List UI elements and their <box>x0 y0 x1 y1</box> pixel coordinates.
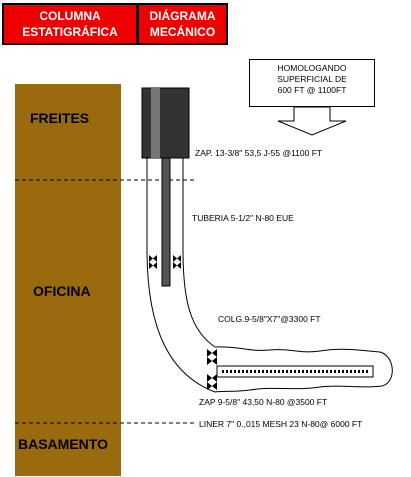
header-col2-line1: DIÁGRAMA <box>149 9 216 23</box>
packer-left <box>149 255 157 269</box>
homologation-callout: HOMOLOGANDO SUPERFICIAL DE 600 FT @ 1100… <box>249 59 375 107</box>
header-mechanical-diagram: DIÁGRAMA MECÁNICO <box>137 3 228 45</box>
callout-arrow-icon <box>277 106 347 136</box>
callout-line3: 600 FT @ 1100FT <box>277 85 347 95</box>
surface-casing <box>141 87 190 159</box>
open-hole-outer <box>146 158 216 393</box>
header-stratigraphic-column: COLUMNA ESTATIGRÁFICA <box>2 3 138 45</box>
tubing-string <box>161 157 171 287</box>
callout-line2: SUPERFICIAL DE <box>277 74 347 84</box>
hanger-packer <box>207 349 217 365</box>
annotation-hanger: COLG.9-5/8"X7"@3300 FT <box>218 314 321 324</box>
annotation-shoe-9-5-8: ZAP 9-5/8" 43,50 N-80 @3500 FT <box>199 397 328 407</box>
callout-line1: HOMOLOGANDO <box>277 63 347 73</box>
formation-label-freites: FREITES <box>30 110 90 126</box>
open-hole-inner <box>182 158 216 348</box>
header-col1-line1: COLUMNA <box>39 9 101 23</box>
shoe-packer <box>207 374 217 390</box>
stratigraphic-column <box>15 84 121 476</box>
annotation-liner: LINER 7" 0.,015 MESH 23 N-80@ 6000 FT <box>199 419 363 429</box>
surface-casing-highlight <box>151 88 160 158</box>
header-col1-line2: ESTATIGRÁFICA <box>22 25 118 39</box>
formation-label-basamento: BASAMENTO <box>18 436 108 452</box>
header-col2-line2: MECÁNICO <box>149 25 216 39</box>
annotation-tubing: TUBERIA 5-1/2" N-80 EUE <box>192 213 294 223</box>
formation-label-oficina: OFICINA <box>33 283 91 299</box>
packer-right <box>173 255 181 269</box>
annotation-casing-shoe: ZAP. 13-3/8" 53,5 J-55 @1100 FT <box>195 148 323 158</box>
liner-hole-outline <box>214 346 393 393</box>
